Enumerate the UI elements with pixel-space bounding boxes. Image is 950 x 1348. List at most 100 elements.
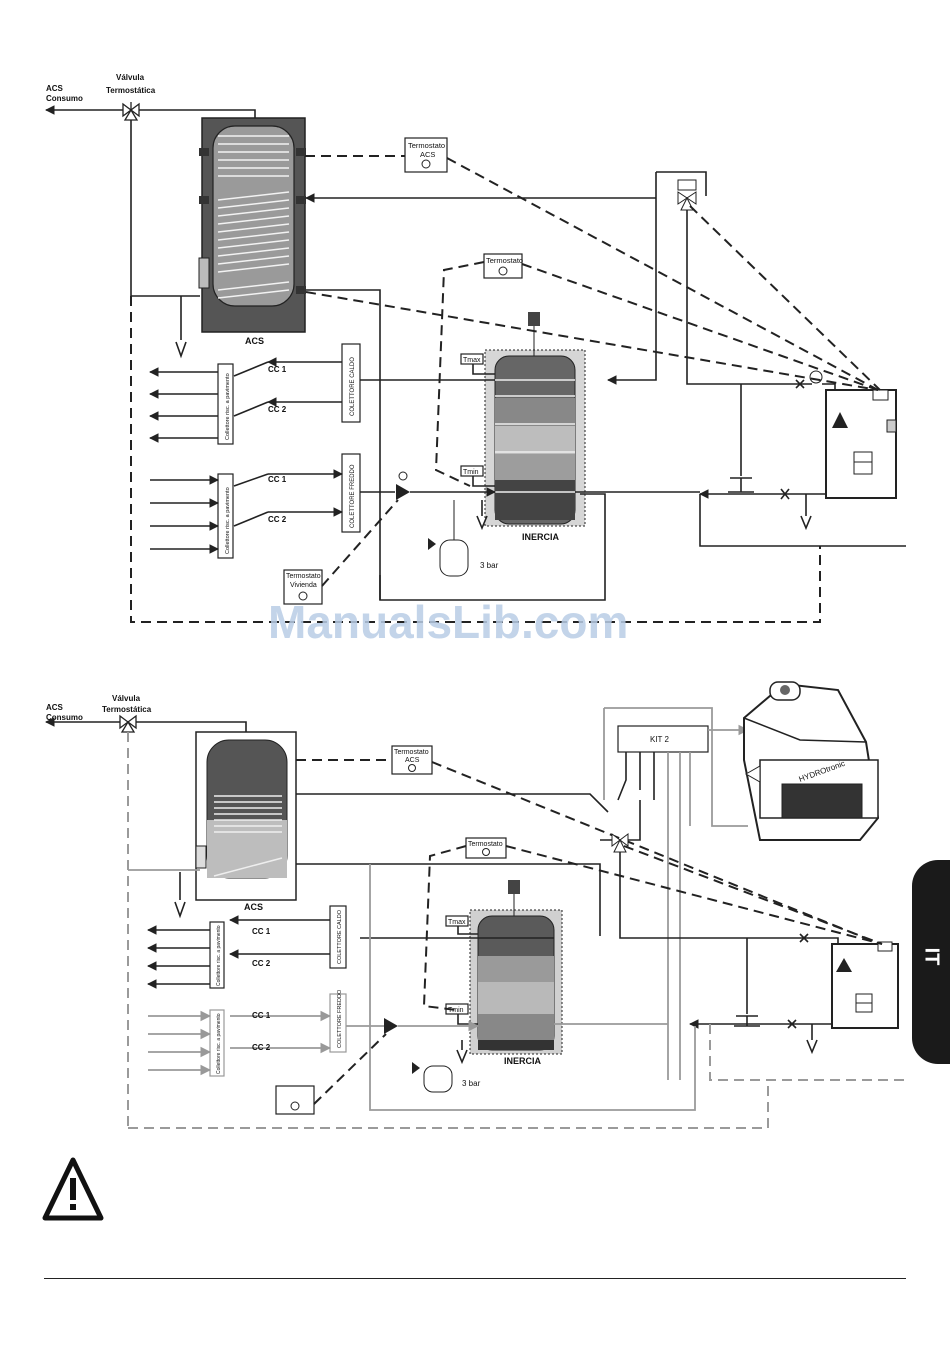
inercia-tank-label-d2: INERCIA xyxy=(504,1056,542,1066)
tmax-wire xyxy=(472,364,495,375)
cc1-lower-label-d2: CC 1 xyxy=(252,1011,271,1020)
acs-consumo-label-2: Consumo xyxy=(46,94,83,103)
acs-consumo-label-1-d2: ACS xyxy=(46,703,64,712)
collector-hot-1 xyxy=(341,343,361,423)
cold-return-diagonal xyxy=(233,473,269,527)
acs-boiler-signal xyxy=(305,291,879,391)
valve-label-1-d2: Válvula xyxy=(112,694,141,703)
cc2-upper-label-d2: CC 2 xyxy=(252,959,271,968)
floor-collector-lower-label: Collettore risc. a pavimento xyxy=(225,487,231,554)
floor-collector-upper-1 xyxy=(217,363,234,445)
thermostat-inercia-label: Termostato xyxy=(486,256,523,265)
diverter-valve-icon-d2 xyxy=(611,833,629,853)
warning-icon xyxy=(42,1157,104,1221)
motor-icon xyxy=(809,370,823,384)
cc2-lower-label: CC 2 xyxy=(268,515,287,524)
check-valve-icon-d2 xyxy=(799,933,809,943)
thermostat-acs-dial-icon-d2 xyxy=(408,764,416,772)
collector-hot-label: COLETTORE CALDO xyxy=(350,357,356,416)
language-tab xyxy=(912,860,950,1064)
diagram-2: ACS Consumo Válvula Termostática ACS xyxy=(45,681,906,1129)
circulation-pump-icon xyxy=(396,471,410,500)
valve-signal xyxy=(689,205,881,391)
inercia-sensor-signal-d2 xyxy=(422,845,467,1011)
floor-collector-lower-label-d2: Collettore risc. a pavimento xyxy=(216,1013,222,1074)
cc2-upper-label: CC 2 xyxy=(268,405,287,414)
cc1-upper-label: CC 1 xyxy=(268,365,287,374)
valve-label-2-d2: Termostática xyxy=(102,705,152,714)
acs-recirculation-loop xyxy=(130,296,821,623)
thermostat-acs-label-2: ACS xyxy=(420,150,435,159)
floor-collector-lower-d2 xyxy=(209,1009,225,1077)
diverter-loop-pipe xyxy=(656,171,707,196)
kit-branch-pipes xyxy=(617,752,691,1080)
collector-cold-label: COLETTORE FREDDO xyxy=(350,464,356,528)
acs-tank-label: ACS xyxy=(245,336,264,346)
coil-feed-pipe-d2 xyxy=(296,793,609,813)
inercia-tank-d2 xyxy=(469,880,563,1055)
tmin-label: Tmin xyxy=(463,469,479,476)
floor-circuits-lower-d2 xyxy=(148,1010,212,1076)
cc1-upper-label-d2: CC 1 xyxy=(252,927,271,936)
tmax-sensor-d2 xyxy=(445,915,469,927)
tmax-sensor xyxy=(460,353,484,365)
kit-2-label: KIT 2 xyxy=(650,735,670,744)
acs-return-pipe xyxy=(306,289,381,600)
tmin-label-d2: Tmin xyxy=(448,1007,464,1014)
floor-circuits-upper-d2 xyxy=(147,925,210,989)
thermostat-acs-label-1: Termostato xyxy=(408,141,445,150)
diverter-links-d2 xyxy=(600,800,641,841)
hot-feed-diagonal xyxy=(233,361,269,417)
vivienda-signal xyxy=(321,499,399,587)
thermostat-vivienda-label-1: Termostato xyxy=(286,573,321,580)
diverter-to-inercia-pipe xyxy=(607,172,657,385)
thermostat-room-dial-icon-d2 xyxy=(290,1101,300,1111)
check-valve-icon xyxy=(795,379,805,389)
boiler-drain-icon xyxy=(800,494,812,531)
collector-hot-d2 xyxy=(329,905,347,969)
diverter-valve-icon xyxy=(677,179,697,211)
boiler-flow-pipe xyxy=(686,210,790,385)
acs-recirculation-loop-d2 xyxy=(128,1080,769,1129)
valve-signal-d2 xyxy=(623,845,883,945)
collector-hot-label-d2: COLETTORE CALDO xyxy=(337,909,343,964)
inercia-drain-icon xyxy=(476,500,488,531)
expansion-vessel-icon-d2 xyxy=(412,1062,453,1093)
valve-label-2: Termostática xyxy=(106,86,156,95)
floor-circuits-lower xyxy=(150,475,219,554)
pressure-label: 3 bar xyxy=(480,561,499,570)
diagram-1: ACS Consumo Válvula Termostática xyxy=(45,73,906,623)
acs-hot-outlet-pipe xyxy=(139,109,256,120)
thermostat-acs-label-1-d2: Termostato xyxy=(394,749,429,756)
return-check-valve-icon-d2 xyxy=(787,1019,797,1029)
boiler-return-loop xyxy=(699,494,906,547)
inercia-tank xyxy=(484,312,586,527)
collector-cold-label-d2: COLETTORE FREDDO xyxy=(337,989,343,1048)
thermostat-inercia-dial-icon-d2 xyxy=(482,848,490,856)
acs-tank-label-d2: ACS xyxy=(244,902,263,912)
tmin-wire xyxy=(472,476,495,487)
inercia-tank-label: INERCIA xyxy=(522,532,560,542)
thermostat-acs-label-2-d2: ACS xyxy=(405,757,420,764)
inercia-thermostat-signal-d2 xyxy=(505,845,883,945)
tmax-label: Tmax xyxy=(463,357,481,364)
thermostat-inercia-label-d2: Termostato xyxy=(468,841,503,848)
floor-collector-upper-d2 xyxy=(209,921,225,989)
acs-cold-inlet-pipe xyxy=(130,120,200,297)
valve-label-1: Válvula xyxy=(116,73,145,82)
acs-thermostat-signal-d2 xyxy=(431,761,881,945)
expansion-vessel-icon xyxy=(428,500,469,577)
boiler-2 xyxy=(831,941,899,1029)
fireplace-hydrotronic xyxy=(743,681,880,841)
inercia-drain-icon-d2 xyxy=(456,1040,468,1065)
floor-collector-upper-label-d2: Collettore risc. a pavimento xyxy=(216,925,222,986)
room-signal-d2 xyxy=(313,1033,387,1105)
acs-drain-icon xyxy=(175,296,187,359)
kit-outer-loop xyxy=(604,707,748,827)
tmin-sensor xyxy=(460,465,484,477)
acs-drain-icon-d2 xyxy=(174,872,186,919)
boiler-1 xyxy=(825,389,897,499)
boiler-flow-pipe-d2 xyxy=(619,852,808,939)
thermostat-acs-dial-icon xyxy=(421,159,431,169)
acs-tank-d2 xyxy=(195,731,297,901)
